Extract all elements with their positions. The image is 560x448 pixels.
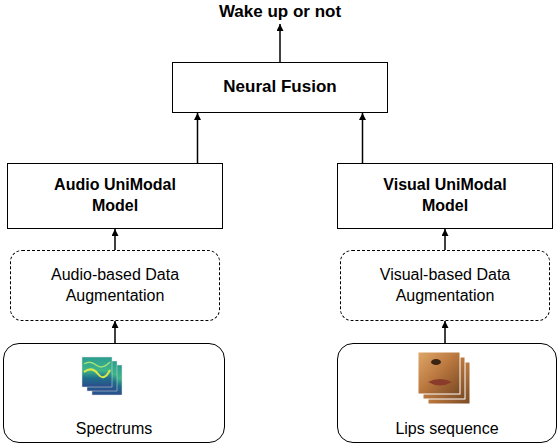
node-label: Visual-based Data Augmentation — [350, 265, 540, 307]
model-box: Audio UniModal Model — [7, 163, 223, 229]
augmentation-box: Visual-based Data Augmentation — [340, 250, 550, 321]
node-label: Visual UniModal Model — [375, 175, 515, 217]
lips-sequence-icon — [418, 352, 470, 404]
flow-arrow — [444, 321, 446, 343]
spectrogram-icon — [82, 357, 122, 395]
node-label: Neural Fusion — [223, 76, 336, 98]
input-box: Lips sequence — [337, 343, 557, 443]
model-box: Visual UniModal Model — [337, 163, 553, 229]
flow-arrow — [114, 229, 116, 250]
flow-arrow — [114, 321, 116, 343]
node-label: Spectrums — [76, 419, 152, 440]
model-box: Neural Fusion — [172, 62, 388, 113]
node-label: Lips sequence — [395, 419, 498, 440]
output-label: Wake up or not — [0, 2, 560, 22]
flow-arrow — [362, 113, 364, 163]
input-box: Spectrums — [3, 343, 225, 443]
flow-arrow — [444, 229, 446, 250]
node-label: Audio-based Data Augmentation — [20, 265, 210, 307]
output-arrow — [279, 24, 281, 62]
flow-arrow — [197, 113, 199, 163]
node-label: Audio UniModal Model — [45, 175, 185, 217]
augmentation-box: Audio-based Data Augmentation — [10, 250, 220, 321]
